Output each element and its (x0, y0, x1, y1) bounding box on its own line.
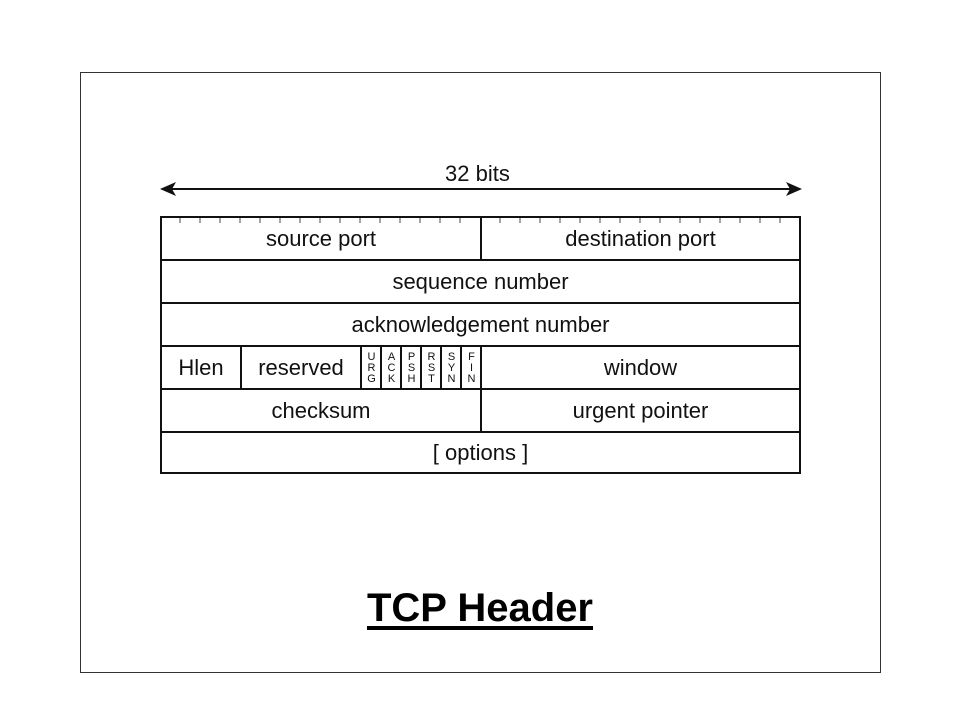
flag-syn: SYN (440, 345, 462, 390)
flag-ack: ACK (380, 345, 402, 390)
field-urgent-pointer: urgent pointer (480, 388, 801, 433)
flag-label: ACK (385, 351, 398, 384)
flag-rst: RST (420, 345, 442, 390)
flag-urg: URG (360, 345, 382, 390)
field-checksum: checksum (160, 388, 482, 433)
bit-width-label: 32 bits (445, 161, 510, 186)
flag-label: SYN (445, 351, 458, 384)
tcp-header-table: source port destination port sequence nu… (160, 216, 801, 474)
bit-tick-marks (179, 218, 781, 223)
field-reserved: reserved (240, 345, 362, 390)
double-arrow-icon (160, 182, 802, 196)
flag-label: FIN (465, 351, 478, 384)
flag-label: PSH (405, 351, 418, 384)
field-sequence-number: sequence number (160, 259, 801, 304)
flag-psh: PSH (400, 345, 422, 390)
field-acknowledgement-number: acknowledgement number (160, 302, 801, 347)
flag-label: URG (365, 351, 378, 384)
field-window: window (480, 345, 801, 390)
field-destination-port: destination port (480, 216, 801, 261)
field-options: [ options ] (160, 431, 801, 474)
slide-frame (80, 72, 881, 673)
flag-label: RST (425, 351, 438, 384)
field-hlen: Hlen (160, 345, 242, 390)
flag-fin: FIN (460, 345, 482, 390)
slide-title: TCP Header (366, 586, 593, 630)
